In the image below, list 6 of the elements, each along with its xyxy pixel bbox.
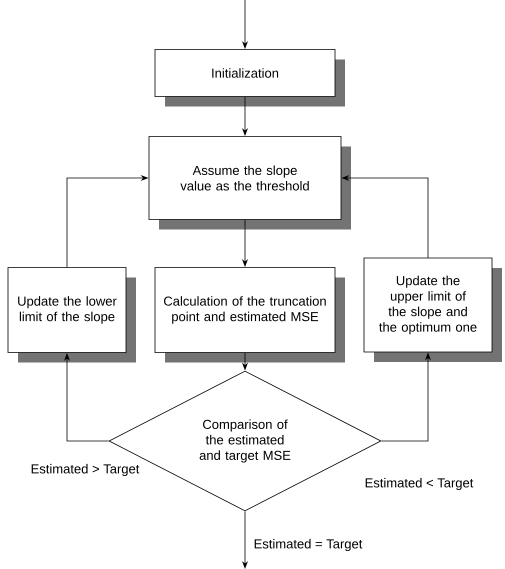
process-box: Calculation of the truncation point and estimated MSE [154, 267, 345, 362]
process-box: Initialization [154, 49, 345, 106]
process-box: Update the lower limit of the slope [8, 267, 136, 362]
process-box: Assume the slope value as the threshold [148, 136, 351, 230]
edge-label: Estimated = Target [252, 538, 364, 552]
process-box: Update the upper limit of the slope and the optimum one [364, 258, 502, 362]
